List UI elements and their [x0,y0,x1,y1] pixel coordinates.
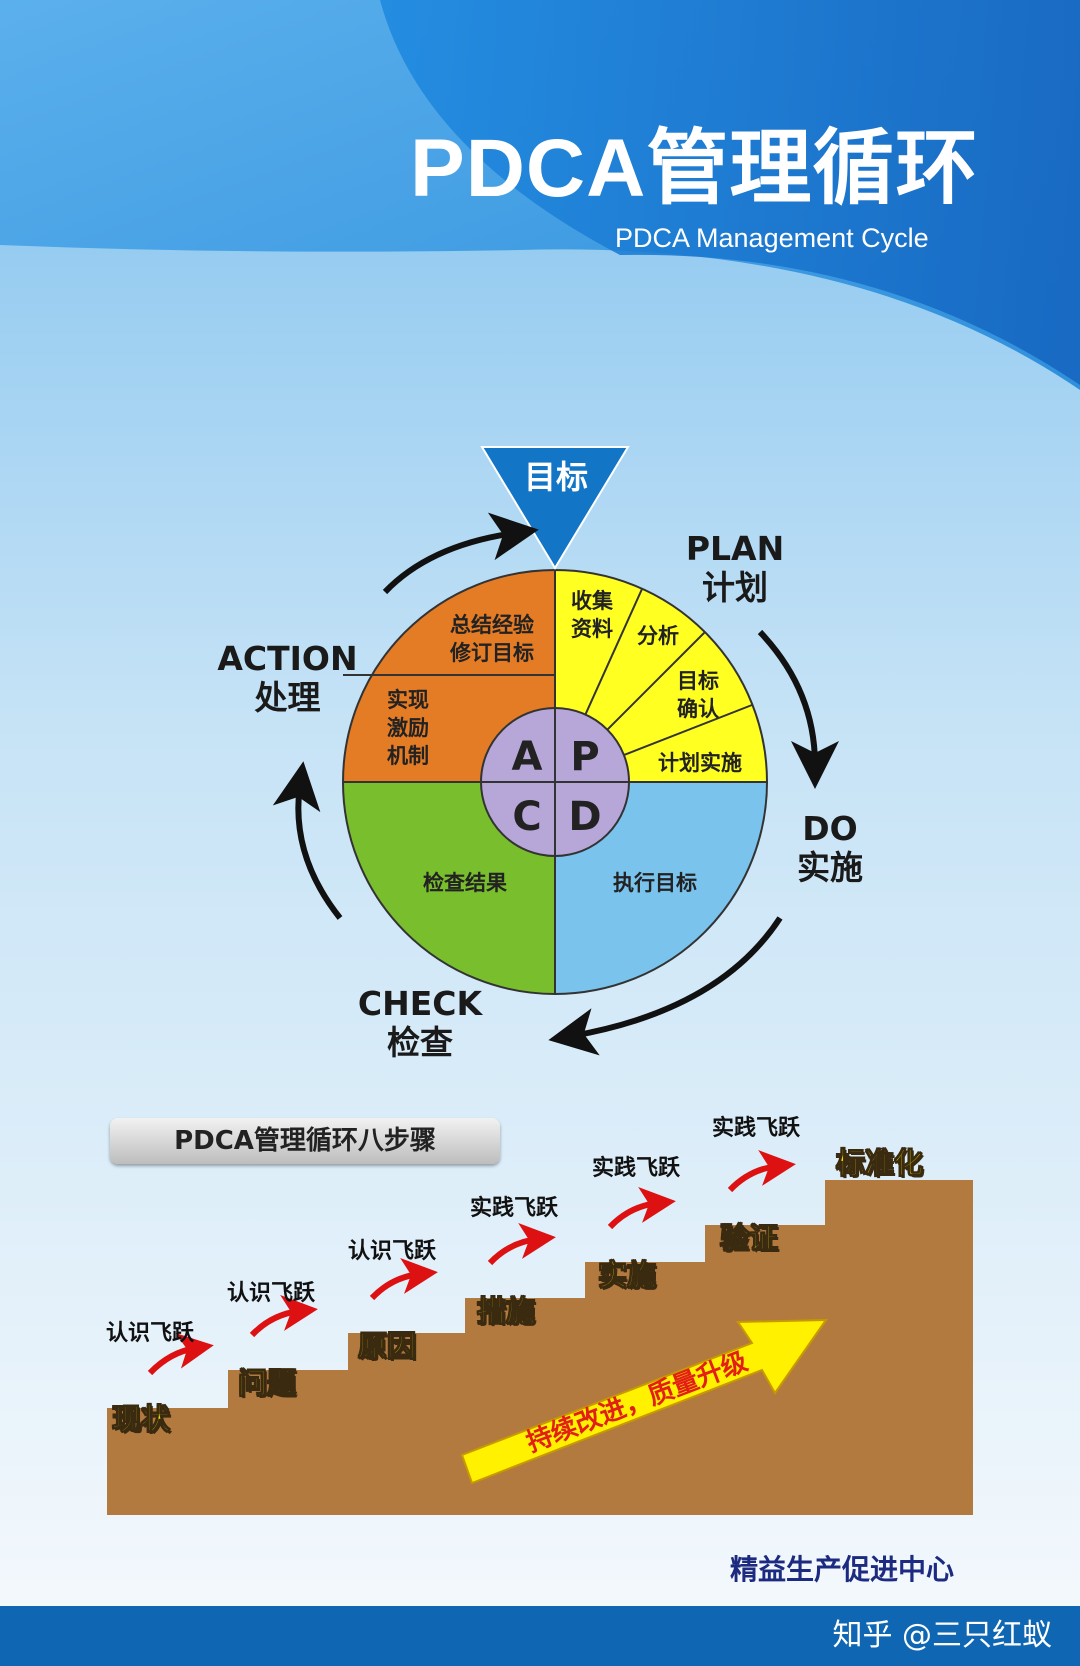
steps-banner: PDCA管理循环八步骤 [110,1118,500,1164]
leap-label-3: 认识飞跃 [348,1239,437,1264]
page-subtitle: PDCA Management Cycle [615,223,929,253]
arrow-check-to-action [272,761,343,920]
stair-step-1: 现状 [111,1402,171,1437]
stage-do: DO 实施 [780,809,880,888]
leap-label-2: 认识飞跃 [227,1281,316,1306]
organization-name: 精益生产促进中心 [730,1553,955,1586]
stair-step-7: 标准化 [835,1146,924,1181]
stage-plan-cn: 计划 [702,567,768,607]
leap-label-4: 实践飞跃 [470,1196,559,1221]
pdca-wheel: A P C D 收集资料 分析 目标确认 计划实施 总结经验修订目标 实现激励机… [341,568,769,996]
leap-arrow-4 [487,1223,556,1266]
leap-arrow-5 [607,1187,676,1230]
action-item-2: 实现激励机制 [387,688,429,768]
stage-plan: PLAN 计划 [660,529,810,608]
stairs [107,1180,973,1515]
footer-bar [0,1606,1080,1666]
stair-step-3: 原因 [357,1329,417,1364]
leap-arrow-1 [147,1332,214,1376]
watermark: 知乎 @三只红蚁 [832,1618,1052,1653]
stage-check: CHECK 检查 [330,984,510,1063]
check-item: 检查结果 [423,871,507,895]
arrow-do-to-check [548,916,783,1056]
goal-label: 目标 [524,458,588,496]
action-item-1: 总结经验修订目标 [449,613,534,665]
quadrant-letter-c: C [512,794,541,840]
stair-step-2: 问题 [237,1366,297,1401]
quadrant-letter-d: D [568,794,601,840]
leap-arrow-6 [727,1150,796,1193]
plan-item-2: 分析 [637,624,679,648]
stage-do-en: DO [802,809,858,848]
stage-check-en: CHECK [357,984,483,1023]
page-title: PDCA管理循环 [410,123,979,214]
improvement-arrow [460,1318,828,1485]
plan-item-3: 目标确认 [677,669,719,721]
leap-label-5: 实践飞跃 [592,1156,681,1181]
stage-plan-en: PLAN [685,529,785,568]
plan-item-4: 计划实施 [658,751,742,775]
stair-step-4: 措施 [476,1294,536,1329]
stage-action-en: ACTION [217,639,358,678]
plan-item-1: 收集资料 [571,589,614,641]
stage-check-cn: 检查 [387,1022,453,1062]
stage-action: ACTION 处理 [205,639,370,718]
quadrant-letter-p: P [570,734,599,780]
leap-arrow-2 [249,1295,318,1338]
arrow-plan-to-do [757,629,839,789]
header-wave-dark [380,0,1080,385]
stair-step-6: 验证 [719,1221,779,1256]
goal-triangle [480,446,630,570]
stage-action-cn: 处理 [254,677,321,717]
do-item: 执行目标 [613,871,697,895]
arrow-action-to-plan [382,512,539,595]
quadrant-letter-a: A [512,734,543,780]
leap-label-6: 实践飞跃 [712,1116,801,1141]
stair-step-5: 实施 [597,1258,657,1293]
leap-label-1: 认识飞跃 [106,1321,195,1346]
stage-do-cn: 实施 [797,847,863,887]
leap-arrow-3 [369,1258,438,1301]
